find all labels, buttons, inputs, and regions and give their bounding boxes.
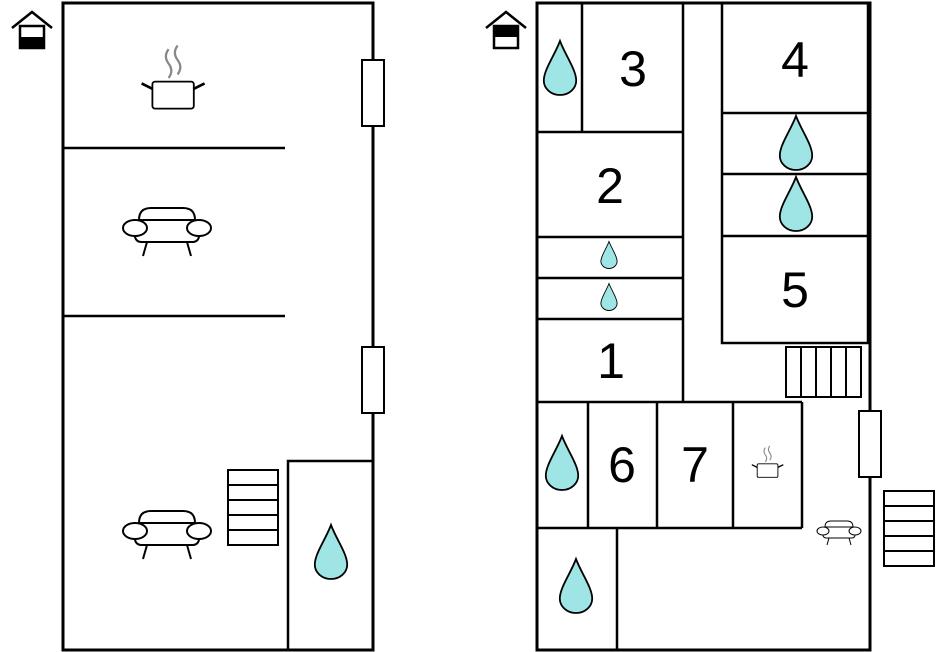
window <box>361 59 385 127</box>
upper-floor-plan: 3 4 2 5 1 6 7 <box>484 1 935 652</box>
house-floor-icon <box>10 10 54 50</box>
outer-wall <box>61 1 375 652</box>
room-number: 3 <box>619 41 647 97</box>
sofa-icon <box>816 520 862 546</box>
room-number: 2 <box>596 158 624 214</box>
outer-wall <box>535 1 872 652</box>
water-drop-icon <box>544 435 580 491</box>
room-number: 7 <box>681 437 709 493</box>
stairs-icon <box>785 346 862 398</box>
room-number: 1 <box>597 333 625 389</box>
cooking-pot-icon <box>140 44 207 111</box>
water-drop-icon <box>778 115 814 171</box>
window <box>361 346 385 414</box>
stairs-icon <box>883 490 935 567</box>
house-floor-icon <box>484 10 528 50</box>
water-drop-icon <box>558 558 594 614</box>
sofa-icon <box>122 207 212 257</box>
ground-floor-plan <box>10 1 385 652</box>
water-drop-icon <box>542 40 578 96</box>
water-drop-icon <box>600 283 618 311</box>
room-number: 5 <box>781 262 809 318</box>
bathroom-room <box>286 459 375 652</box>
cooking-pot-icon <box>751 445 785 479</box>
room-number: 4 <box>781 32 809 88</box>
stairs-icon <box>227 469 279 546</box>
water-drop-icon <box>313 524 349 580</box>
water-drop-icon <box>600 241 618 269</box>
room-number: 6 <box>608 437 636 493</box>
window <box>858 410 882 478</box>
sofa-icon <box>122 510 212 560</box>
water-drop-icon <box>778 176 814 232</box>
